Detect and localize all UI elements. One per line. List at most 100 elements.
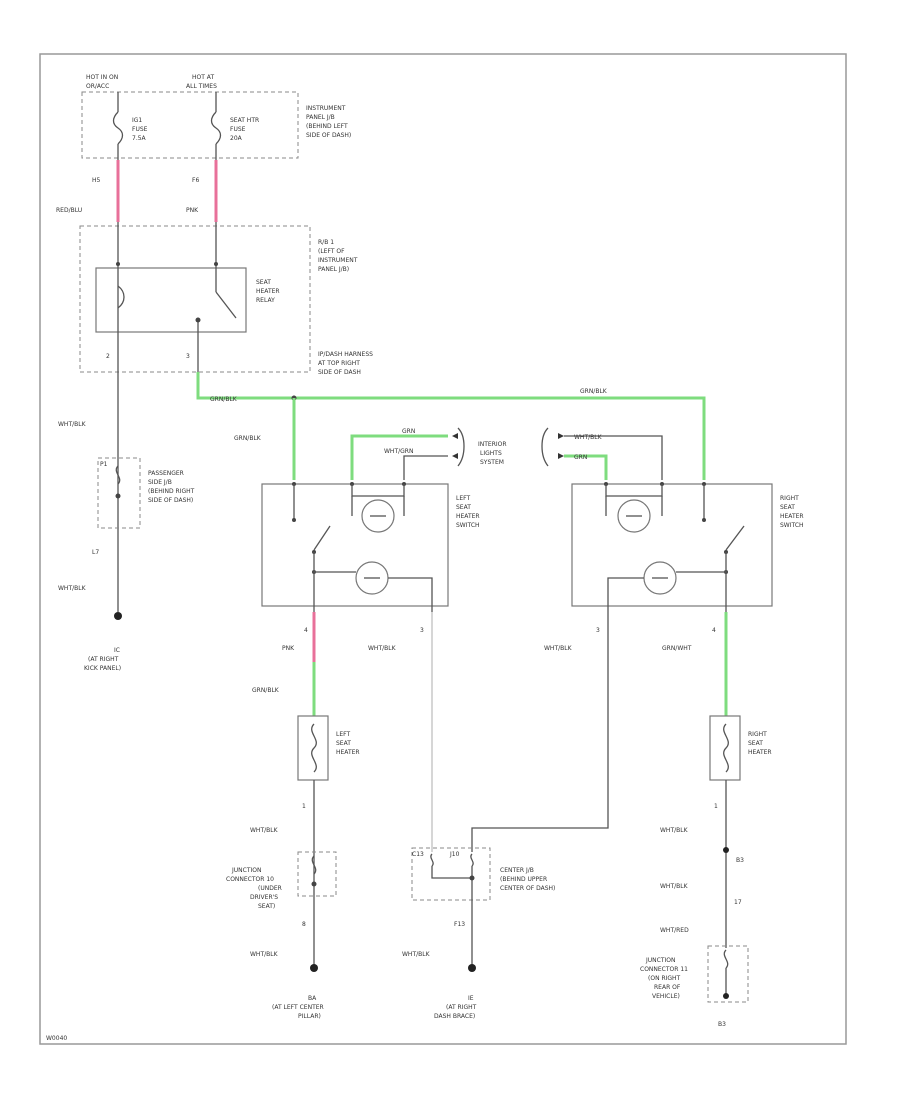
interior-lights-l2: LIGHTS <box>480 450 502 457</box>
junction-right-l3: (ON RIGHT <box>648 975 681 982</box>
hot-label-right-sub: ALL TIMES <box>186 83 217 90</box>
junction-connector-11-box <box>707 945 749 1003</box>
ground-ic-l1: (AT RIGHT <box>88 656 119 663</box>
wire-label-wht-blk-lh: WHT/BLK <box>250 827 279 834</box>
wire-label-grn-wht: GRN/WHT <box>662 645 692 652</box>
center-jb-pin-a: C13 <box>412 851 424 858</box>
relay-name-3: RELAY <box>256 297 275 304</box>
left-seat-heater-element-icon <box>311 723 317 773</box>
right-switch-pin-l: 3 <box>596 627 600 634</box>
right-switch-l3: HEATER <box>780 513 804 520</box>
passenger-jb-box <box>97 457 141 529</box>
fuse2-icon <box>210 111 222 145</box>
passenger-jb-connector-icon <box>115 465 121 485</box>
wire-label-grn-blk-lower: GRN/BLK <box>252 687 280 694</box>
junction-connector-11-icon <box>723 949 729 969</box>
right-heater-l2: SEAT <box>748 740 763 747</box>
fuse1-type: FUSE <box>132 126 148 133</box>
left-switch-pin-l: 4 <box>304 627 308 634</box>
wire-label-red-blu: RED/BLU <box>56 207 82 214</box>
wire-label-grn-blk-right: GRN/BLK <box>580 388 608 395</box>
fuse2-amp: 20A <box>230 135 243 142</box>
wire-label-wht-blk-lj: WHT/BLK <box>250 951 279 958</box>
ground-ie-icon <box>468 964 476 972</box>
left-switch-pin-r: 3 <box>420 627 424 634</box>
seat-heater-relay-box <box>95 267 247 333</box>
junction-connector-10-icon <box>311 855 317 875</box>
wire-label-grn-1: GRN <box>402 428 415 435</box>
pin-f6: F6 <box>192 177 199 184</box>
relay-loc-4: PANEL J/B) <box>318 266 349 273</box>
junction-right-l4: REAR OF <box>654 984 681 991</box>
right-switch-indicator-lamp-icon <box>617 499 651 533</box>
interior-lights-bracket-right <box>541 427 549 467</box>
relay-loc-2: (LEFT OF <box>318 248 345 255</box>
diagram-code: W0040 <box>46 1035 67 1042</box>
ground-ie-name: IE <box>468 995 474 1002</box>
right-heater-l3: HEATER <box>748 749 772 756</box>
pin-h5: H5 <box>92 177 101 184</box>
passenger-jb-pin-top: P1 <box>100 461 108 468</box>
fuse-box-label-3: (BEHIND LEFT <box>306 123 348 130</box>
left-heater-l1: LEFT <box>336 731 350 738</box>
junction-left-l2: CONNECTOR 10 <box>226 876 274 883</box>
left-switch-contact-icon <box>313 525 331 551</box>
ground-ba-icon <box>310 964 318 972</box>
instrument-panel-jb-box <box>81 91 299 159</box>
junction-right-pin-17: 17 <box>734 899 742 906</box>
wire-label-pnk-top: PNK <box>186 207 199 214</box>
left-seat-heater-switch-box <box>261 483 449 607</box>
junction-left-pin: 8 <box>302 921 306 928</box>
wire-label-wht-blk-1: WHT/BLK <box>58 421 87 428</box>
right-switch-contact-icon <box>725 525 745 551</box>
wire-label-wht-blk-l-sw: WHT/BLK <box>368 645 397 652</box>
ground-ie-l1: (AT RIGHT <box>446 1004 477 1011</box>
left-switch-l2: SEAT <box>456 504 471 511</box>
junction-right-l5: VEHICLE) <box>652 993 680 1000</box>
interior-lights-bracket-left <box>457 427 465 467</box>
relay-pin-3: 3 <box>186 353 190 360</box>
wire-label-wht-blk-2: WHT/BLK <box>58 585 87 592</box>
interior-lights-l3: SYSTEM <box>480 459 504 466</box>
wire-label-wht-blk-cj: WHT/BLK <box>402 951 431 958</box>
diagram-border <box>39 53 847 1045</box>
ground-ic-icon <box>114 612 122 620</box>
rb1-box <box>79 225 311 373</box>
hot-label-right: HOT AT <box>192 74 214 81</box>
interior-lights-l1: INTERIOR <box>478 441 507 448</box>
ground-ie-l2: DASH BRACE) <box>434 1013 475 1020</box>
wire-label-wht-red: WHT/RED <box>660 927 689 934</box>
center-jb-pin-c: F13 <box>454 921 465 928</box>
wire-grn-blk-bus <box>196 372 706 480</box>
wire-label-pnk-lower: PNK <box>282 645 295 652</box>
relay-loc-1: R/B 1 <box>318 239 334 246</box>
fuse1-name: IG1 <box>132 117 142 124</box>
wire-label-grn-2: GRN <box>574 454 587 461</box>
junction-left-l5: SEAT) <box>258 903 275 910</box>
relay-switch-icon <box>215 291 237 319</box>
right-switch-l4: SWITCH <box>780 522 804 529</box>
junction-right-l1: JUNCTION <box>645 957 675 964</box>
left-heater-l3: HEATER <box>336 749 360 756</box>
ground-ba-l2: PILLAR) <box>298 1013 321 1020</box>
wire-label-grn-blk-left-sw: GRN/BLK <box>234 435 262 442</box>
hot-label-left-sub: OR/ACC <box>86 83 109 90</box>
relay-name-1: SEAT <box>256 279 271 286</box>
ground-ba-l1: (AT LEFT CENTER <box>272 1004 324 1011</box>
ground-ic-name: IC <box>114 647 120 654</box>
right-switch-l2: SEAT <box>780 504 795 511</box>
left-switch-indicator-lamp-icon <box>361 499 395 533</box>
harness-label-2: AT TOP RIGHT <box>318 360 360 367</box>
junction-left-l3: (UNDER <box>258 885 282 892</box>
passenger-jb-l1: PASSENGER <box>148 470 184 477</box>
fuse1-amp: 7.5A <box>132 135 147 142</box>
junction-left-l1: JUNCTION <box>231 867 261 874</box>
wire-label-wht-blk-rh2: WHT/BLK <box>660 883 689 890</box>
right-seat-heater-box <box>709 715 741 781</box>
passenger-jb-l2: SIDE J/B <box>148 479 172 486</box>
wire-label-wht-grn: WHT/GRN <box>384 448 413 455</box>
passenger-jb-l3: (BEHIND RIGHT <box>148 488 195 495</box>
passenger-jb-pin-bottom: L7 <box>92 549 99 556</box>
center-jb-pin-b: J10 <box>449 851 460 858</box>
center-jb-l1: CENTER J/B <box>500 867 534 874</box>
